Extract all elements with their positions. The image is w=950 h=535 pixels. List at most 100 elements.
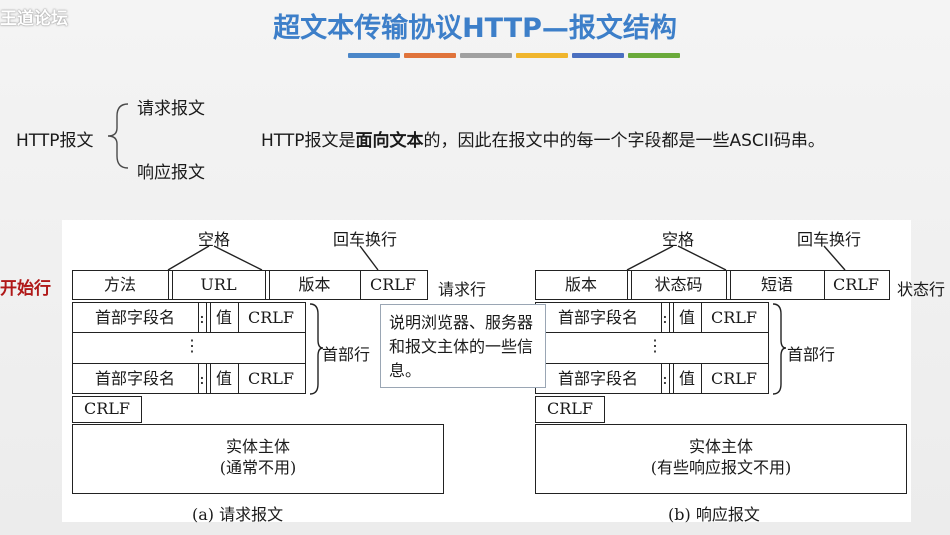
divider <box>210 363 211 394</box>
title-bar-3 <box>460 53 512 58</box>
request-body-line1: 实体主体 <box>225 437 290 456</box>
start-line-label: 开始行 <box>0 279 51 299</box>
response-line-name: 状态行 <box>897 280 946 299</box>
divider <box>661 363 662 394</box>
request-header-name-2: 首部字段名 <box>94 369 175 388</box>
watermark: 王道论坛 <box>0 9 68 29</box>
request-crlf-pointer <box>359 245 379 271</box>
divider <box>627 270 628 300</box>
divider <box>172 270 173 300</box>
title-bar-5 <box>572 53 624 58</box>
title-bar-2 <box>404 53 456 58</box>
response-header-colon-1: : <box>662 308 668 327</box>
response-blank-line-box <box>535 396 605 423</box>
request-header-colon-2: : <box>199 369 205 388</box>
response-body-line2: (有些响应报文不用) <box>650 458 792 477</box>
row-divider <box>72 363 306 364</box>
divider <box>168 270 169 300</box>
divider <box>210 302 211 332</box>
response-header-group-label: 首部行 <box>787 345 836 364</box>
divider <box>631 270 632 300</box>
divider <box>198 363 199 394</box>
divider <box>701 363 702 394</box>
response-header-box <box>535 302 769 394</box>
response-crlf-label: 回车换行 <box>797 230 862 249</box>
response-crlf-cell: CRLF <box>832 275 879 294</box>
divider <box>661 302 662 332</box>
response-header-crlf-2: CRLF <box>710 369 757 388</box>
request-header-name-1: 首部字段名 <box>94 308 175 327</box>
response-header-crlf-1: CRLF <box>710 308 757 327</box>
topic-branch-request: 请求报文 <box>137 99 205 119</box>
request-header-crlf-1: CRLF <box>247 308 294 327</box>
response-status-code-cell: 状态码 <box>654 275 703 294</box>
request-header-crlf-2: CRLF <box>247 369 294 388</box>
desc-bold: 面向文本 <box>355 131 424 151</box>
slide-title: 超文本传输协议HTTP—报文结构 <box>273 13 677 44</box>
topic-branch-response: 响应报文 <box>137 163 205 183</box>
request-version-cell: 版本 <box>298 275 331 294</box>
divider <box>206 363 207 394</box>
header-info-tooltip: 说明浏览器、服务器和报文主体的一些信息。 <box>380 304 546 388</box>
response-header-value-1: 值 <box>678 308 695 327</box>
request-method-cell: 方法 <box>103 275 136 294</box>
divider <box>265 270 266 300</box>
response-space-label: 空格 <box>662 230 695 249</box>
response-crlf-pointer <box>823 245 846 271</box>
response-space-pointer <box>626 245 727 271</box>
response-header-vdots: ⋮ <box>647 336 663 355</box>
response-header-colon-2: : <box>662 369 668 388</box>
request-header-value-1: 值 <box>215 308 232 327</box>
request-header-box <box>72 302 306 394</box>
request-blank-crlf: CRLF <box>83 399 130 418</box>
response-phrase-cell: 短语 <box>760 275 793 294</box>
divider <box>669 363 670 394</box>
row-divider <box>72 332 306 333</box>
request-header-brace <box>309 303 324 395</box>
request-header-vdots: ⋮ <box>184 336 200 355</box>
response-caption: (b) 响应报文 <box>668 505 760 524</box>
request-blank-line-box <box>72 396 142 423</box>
divider <box>238 363 239 394</box>
divider <box>824 270 825 300</box>
response-header-name-2: 首部字段名 <box>557 369 638 388</box>
title-bar-4 <box>516 53 568 58</box>
response-header-name-1: 首部字段名 <box>557 308 638 327</box>
request-header-colon-1: : <box>199 308 205 327</box>
request-space-pointer <box>167 245 263 271</box>
divider <box>730 270 731 300</box>
request-line-name: 请求行 <box>438 280 487 299</box>
response-body-line1: 实体主体 <box>688 437 753 456</box>
response-blank-crlf: CRLF <box>546 399 593 418</box>
title-bar-1 <box>348 53 400 58</box>
request-crlf-label: 回车换行 <box>333 230 398 249</box>
response-header-value-2: 值 <box>678 369 695 388</box>
response-header-brace <box>772 303 787 395</box>
divider <box>673 302 674 332</box>
topic-description: HTTP报文是面向文本的，因此在报文中的每一个字段都是一些ASCII码串。 <box>261 126 825 151</box>
row-divider <box>535 332 769 333</box>
divider <box>360 270 361 300</box>
desc-post: 的，因此在报文中的每一个字段都是一些ASCII码串。 <box>423 131 825 151</box>
request-url-cell: URL <box>200 275 237 294</box>
topic-root: HTTP报文 <box>16 131 94 151</box>
divider <box>726 270 727 300</box>
request-line-box <box>72 270 428 300</box>
topic-brace <box>107 103 129 169</box>
row-divider <box>535 363 769 364</box>
divider <box>238 302 239 332</box>
response-body-box <box>535 424 907 494</box>
desc-pre: HTTP报文是 <box>261 131 356 151</box>
divider <box>673 363 674 394</box>
request-caption: (a) 请求报文 <box>192 505 284 524</box>
request-crlf-cell: CRLF <box>369 275 416 294</box>
response-version-cell: 版本 <box>564 275 597 294</box>
request-space-label: 空格 <box>198 230 231 249</box>
response-line-box <box>535 270 890 300</box>
title-bar-6 <box>628 53 680 58</box>
request-header-group-label: 首部行 <box>322 345 371 364</box>
divider <box>669 302 670 332</box>
request-body-box <box>72 424 444 494</box>
request-body-line2: (通常不用) <box>219 458 297 477</box>
